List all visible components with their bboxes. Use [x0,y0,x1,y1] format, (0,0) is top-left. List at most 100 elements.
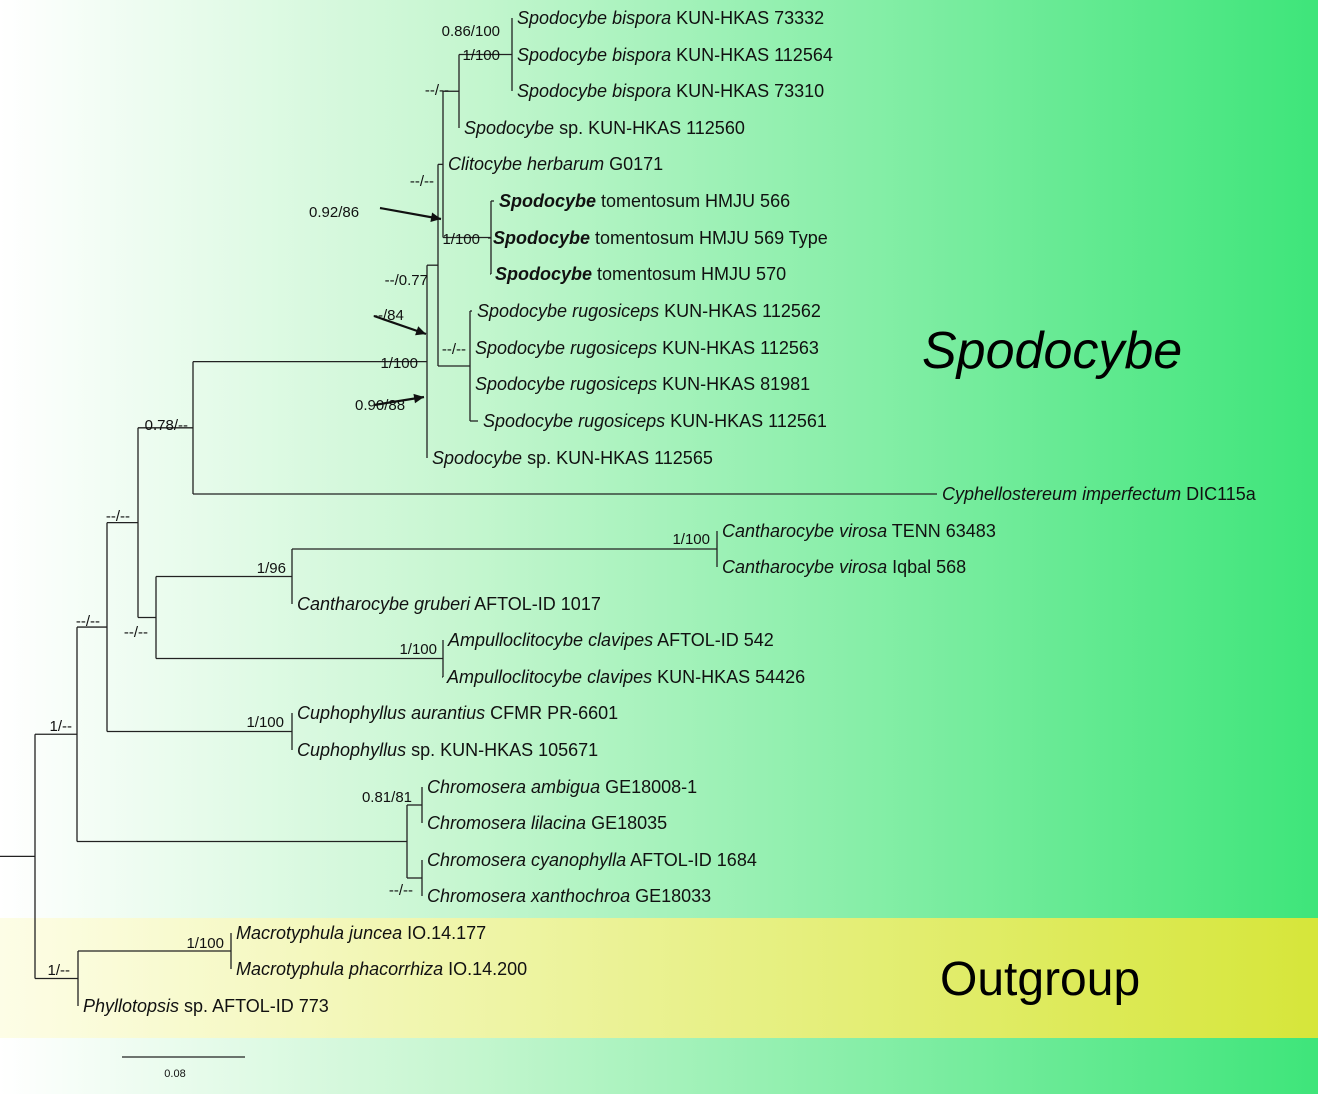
support-value: 1/100 [246,714,284,731]
tip-label: Cuphophyllus aurantius CFMR PR-6601 [297,703,618,723]
arrow-head [430,212,441,222]
taxon-qualifier: sp. [522,448,551,468]
taxon-name: Cyphellostereum imperfectum [942,484,1181,504]
tip-label: Spodocybe bispora KUN-HKAS 73332 [517,8,824,28]
taxon-voucher: KUN-HKAS 112561 [665,411,827,431]
support-labels: 0.86/1001/100--/----/--0.92/861/100--/0.… [48,23,711,979]
support-value: --/-- [410,173,434,190]
taxon-name: Spodocybe rugosiceps [483,411,665,431]
support-value: 0.90/88 [355,397,405,414]
tip-label: Spodocybe rugosiceps KUN-HKAS 112561 [483,411,827,431]
support-value: --/0.77 [385,272,428,289]
taxon-voucher: AFTOL-ID 1684 [626,850,757,870]
tip-label: Spodocybe rugosiceps KUN-HKAS 112563 [475,338,819,358]
arrow-head [415,326,426,336]
taxon-name: Cantharocybe virosa [722,557,887,577]
tip-label: Cyphellostereum imperfectum DIC115a [942,484,1257,504]
taxon-voucher: TENN 63483 [887,521,996,541]
taxon-voucher: CFMR PR-6601 [485,703,618,723]
taxon-voucher: KUN-HKAS 112563 [657,338,819,358]
support-value: 1/100 [672,531,710,548]
arrow-head [413,393,424,404]
taxon-name: Phyllotopsis [83,996,179,1016]
tip-label: Cantharocybe gruberi AFTOL-ID 1017 [297,594,601,614]
tip-label: Cuphophyllus sp. KUN-HKAS 105671 [297,740,598,760]
taxon-name: Spodocybe bispora [517,8,671,28]
ingroup-clade-label: Spodocybe [922,322,1182,380]
tip-label: Clitocybe herbarum G0171 [448,154,663,174]
taxon-voucher: KUN-HKAS 112565 [551,448,713,468]
support-value: 0.81/81 [362,789,412,806]
taxon-name: Chromosera lilacina [427,813,586,833]
tree-branches [0,18,937,1006]
taxon-name: Macrotyphula juncea [236,923,402,943]
taxon-voucher: GE18008-1 [600,777,697,797]
tip-label: Spodocybe rugosiceps KUN-HKAS 81981 [475,374,810,394]
taxon-voucher: Iqbal 568 [887,557,966,577]
tip-label: Spodocybe sp. KUN-HKAS 112560 [464,118,745,138]
support-value: 1/96 [257,560,286,577]
taxon-voucher: KUN-HKAS 54426 [652,667,805,687]
tip-label: Chromosera ambigua GE18008-1 [427,777,697,797]
support-value: --/-- [442,341,466,358]
taxon-voucher: G0171 [604,154,663,174]
support-value: 0.78/-- [145,417,188,434]
support-value: 1/100 [399,641,437,658]
support-value: --/-- [124,624,148,641]
taxon-name: Ampulloclitocybe clavipes [447,630,653,650]
support-value: --/-- [425,82,449,99]
tip-label: Chromosera lilacina GE18035 [427,813,667,833]
taxon-name: Macrotyphula phacorrhiza [236,959,443,979]
tip-label: Spodocybe tomentosum HMJU 566 [499,191,790,211]
support-value: --/-- [106,508,130,525]
taxon-name: Spodocybe rugosiceps [477,301,659,321]
tip-label: Spodocybe sp. KUN-HKAS 112565 [432,448,713,468]
taxon-voucher: KUN-HKAS 112562 [659,301,821,321]
support-value: 0.92/86 [309,204,359,221]
taxon-voucher: tomentosum HMJU 566 [596,191,790,211]
taxon-name: Cantharocybe gruberi [297,594,471,614]
tip-label: Spodocybe rugosiceps KUN-HKAS 112562 [477,301,821,321]
taxon-name: Chromosera cyanophylla [427,850,626,870]
taxon-name: Spodocybe bispora [517,45,671,65]
tip-labels: Spodocybe bispora KUN-HKAS 73332Spodocyb… [83,8,1257,1016]
support-arrows [373,206,442,407]
arrow-shaft [379,206,442,221]
taxon-voucher: IO.14.200 [443,959,527,979]
tip-label: Macrotyphula phacorrhiza IO.14.200 [236,959,527,979]
support-value: --/-- [389,882,413,899]
taxon-name: Spodocybe [464,118,554,138]
support-value: 1/-- [48,962,71,979]
taxon-voucher: KUN-HKAS 105671 [435,740,598,760]
taxon-name: Spodocybe [499,191,596,211]
taxon-voucher: KUN-HKAS 81981 [657,374,810,394]
tip-label: Cantharocybe virosa Iqbal 568 [722,557,966,577]
taxon-voucher: DIC115a [1181,484,1257,504]
tip-label: Chromosera xanthochroa GE18033 [427,886,711,906]
taxon-name: Chromosera xanthochroa [427,886,630,906]
tip-label: Ampulloclitocybe clavipes KUN-HKAS 54426 [446,667,805,687]
taxon-voucher: AFTOL-ID 1017 [470,594,601,614]
taxon-voucher: GE18035 [586,813,667,833]
taxon-qualifier: sp. [179,996,208,1016]
taxon-name: Ampulloclitocybe clavipes [446,667,652,687]
tip-label: Cantharocybe virosa TENN 63483 [722,521,996,541]
taxon-name: Spodocybe [432,448,522,468]
taxon-voucher: tomentosum HMJU 570 [592,264,786,284]
taxon-voucher: tomentosum HMJU 569 [590,228,784,248]
tip-label: Phyllotopsis sp. AFTOL-ID 773 [83,996,329,1016]
type-note: Type [784,228,828,248]
taxon-name: Cuphophyllus aurantius [297,703,485,723]
tip-label: Spodocybe tomentosum HMJU 570 [495,264,786,284]
taxon-name: Spodocybe bispora [517,81,671,101]
tip-label: Spodocybe bispora KUN-HKAS 73310 [517,81,824,101]
taxon-qualifier: sp. [554,118,583,138]
taxon-name: Chromosera ambigua [427,777,600,797]
taxon-name: Cantharocybe virosa [722,521,887,541]
taxon-qualifier: sp. [406,740,435,760]
support-value: 1/100 [380,355,418,372]
support-value: 1/100 [462,47,500,64]
taxon-name: Spodocybe [495,264,592,284]
tip-label: Spodocybe tomentosum HMJU 569 Type [493,228,828,248]
